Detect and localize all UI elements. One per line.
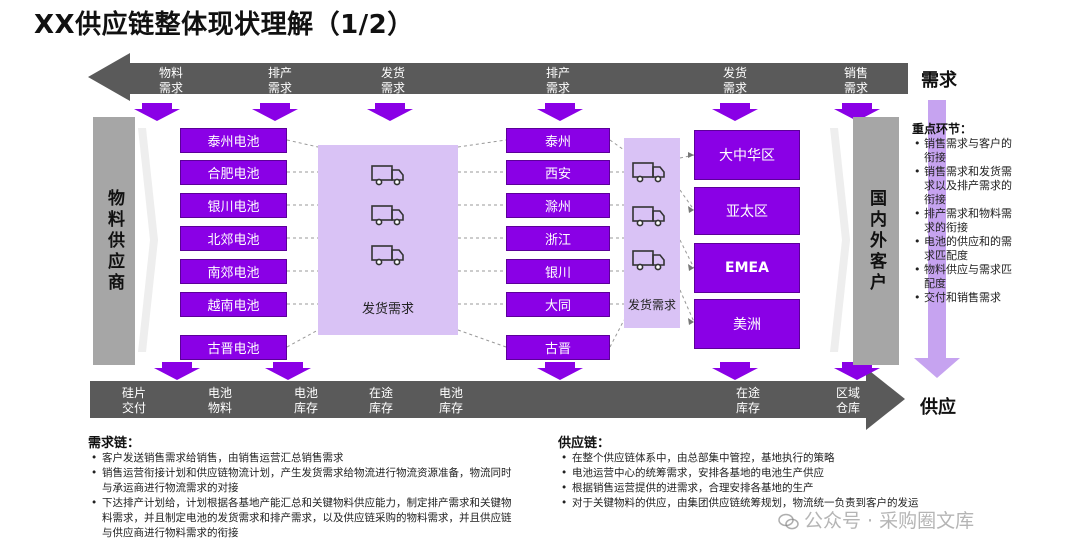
base-box: 古晋 [506,335,610,360]
supply-arrow [90,368,905,430]
demand-chain-item: 下达排产计划给，计划根据各基地产能汇总和关键物料供应能力，制定排产需求和关键物料… [91,496,518,541]
supplier-column: 物料供应商 [93,117,135,365]
focus-item: 电池的供应和的需求匹配度 [914,235,1022,263]
label-battery-stock-2: 电池 库存 [438,386,463,415]
ship-panel-1: 发货需求 [318,145,458,335]
label-battery-stock-1: 电池 库存 [293,386,318,415]
truck-icon [371,245,404,266]
label-schedule-demand-1: 排产 需求 [267,66,292,95]
supply-chain-item: 电池运营中心的统筹需求，安排各基地的电池生产供应 [561,466,938,481]
customer-column-text: 国内外客户 [866,188,886,294]
focus-item: 排产需求和物料需求的衔接 [914,207,1022,235]
page-title: XX供应链整体现状理解（1/2） [34,10,414,40]
watermark-text: 公众号 · 采购圈文库 [804,510,975,532]
supply-label: 供应 [920,397,956,418]
focus-panel: 重点环节： 销售需求与客户的衔接 销售需求和发货需求以及排产需求的衔接 排产需求… [912,120,1022,305]
plant-box: 银川电池 [180,193,287,218]
region-box: 亚太区 [694,187,800,235]
supply-chain-title: 供应链： [558,436,611,451]
focus-item: 销售需求与客户的衔接 [914,137,1022,165]
demand-chain-title: 需求链： [88,436,141,451]
supply-chain-item: 根据销售运营提供的进需求，合理安排各基地的生产 [561,481,938,496]
top-down-arrows [134,103,880,121]
watermark: 公众号 · 采购圈文库 [778,506,974,533]
base-box: 西安 [506,160,610,185]
focus-item: 销售需求和发货需求以及排产需求的衔接 [914,165,1022,207]
label-transit-stock-2: 在途 库存 [735,386,760,415]
demand-arrow [88,53,908,101]
base-box: 滁州 [506,193,610,218]
focus-item: 物料供应与需求匹配度 [914,263,1022,291]
label-material-demand: 物料 需求 [158,66,183,95]
customer-column: 国内外客户 [853,117,899,365]
label-regional-warehouse: 区域 仓库 [835,386,860,415]
plant-box: 泰州电池 [180,128,287,153]
base-box: 泰州 [506,128,610,153]
demand-label: 需求 [921,70,957,91]
plant-box: 合肥电池 [180,160,287,185]
supply-chain-section: 供应链： 在整个供应链体系中，由总部集中管控，基地执行的策略 电池运营中心的统筹… [558,432,938,511]
supplier-column-text: 物料供应商 [104,188,124,294]
supply-chain-list: 在整个供应链体系中，由总部集中管控，基地执行的策略 电池运营中心的统筹需求，安排… [558,451,938,511]
supply-chain-item: 对于关键物料的供应，由集团供应链统筹规划，物流统一负责到客户的发运 [561,496,938,511]
plant-box: 越南电池 [180,292,287,317]
ship-panel-1-label: 发货需求 [361,302,414,317]
truck-icon [632,250,665,271]
base-box: 浙江 [506,226,610,251]
label-transit-stock-1: 在途 库存 [368,386,393,415]
region-box: EMEA [694,243,800,293]
label-wafer-delivery: 硅片 交付 [121,386,146,415]
truck-icon [371,165,404,186]
supply-chain-item: 在整个供应链体系中，由总部集中管控，基地执行的策略 [561,451,938,466]
demand-chain-section: 需求链： 客户发送销售需求给销售，由销售运营汇总销售需求 销售运营衔接计划和供应… [88,432,518,541]
label-ship-demand-1: 发货 需求 [380,66,405,95]
bottom-down-arrows [154,362,880,380]
truck-icon [632,162,665,183]
base-box: 银川 [506,259,610,284]
focus-item: 交付和销售需求 [914,291,1022,305]
label-battery-material: 电池 物料 [207,386,232,415]
plant-box: 古晋电池 [180,335,287,360]
demand-chain-item: 销售运营衔接计划和供应链物流计划，产生发货需求给物流进行物流资源准备，物流同时与… [91,466,518,496]
dashed-connectors [286,139,695,348]
label-ship-demand-2: 发货 需求 [722,66,747,95]
ship-panel-2: 发货需求 [624,138,680,328]
ship-panel-2-label: 发货需求 [627,298,676,312]
label-sales-demand: 销售 需求 [843,66,868,95]
focus-list: 销售需求与客户的衔接 销售需求和发货需求以及排产需求的衔接 排产需求和物料需求的… [912,137,1022,305]
truck-icon [632,206,665,227]
region-box: 大中华区 [694,130,800,180]
label-schedule-demand-2: 排产 需求 [545,66,570,95]
base-box: 大同 [506,292,610,317]
truck-icon [371,205,404,226]
plant-box: 北郊电池 [180,226,287,251]
demand-chain-list: 客户发送销售需求给销售，由销售运营汇总销售需求 销售运营衔接计划和供应链物流计划… [88,451,518,541]
plant-box: 南郊电池 [180,259,287,284]
focus-title: 重点环节： [912,122,973,136]
demand-chain-item: 客户发送销售需求给销售，由销售运营汇总销售需求 [91,451,518,466]
region-box: 美洲 [694,299,800,349]
wechat-icon [778,513,800,531]
